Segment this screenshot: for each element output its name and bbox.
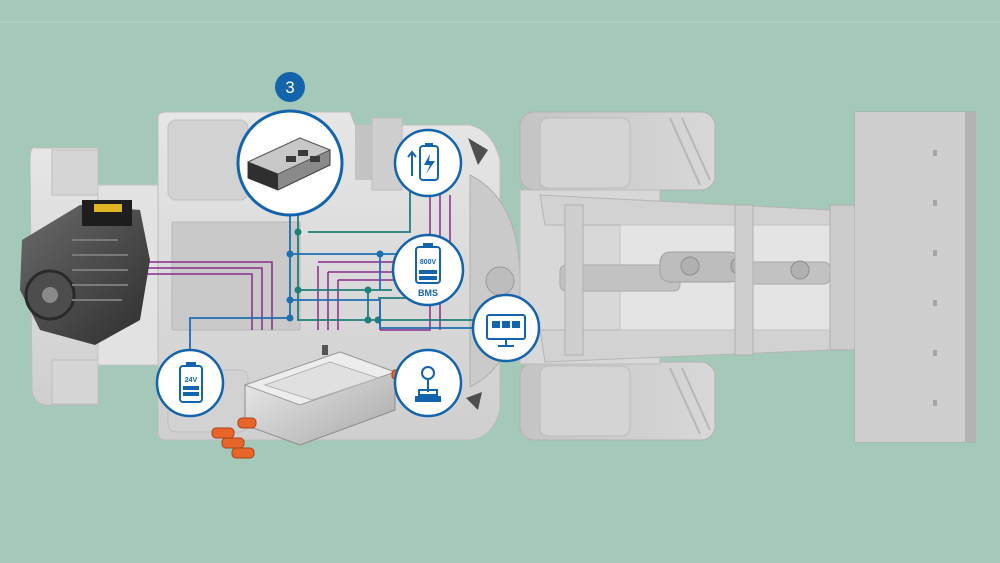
step-number: 3	[285, 78, 294, 97]
battery-charging-icon[interactable]	[393, 128, 463, 198]
display-monitor-icon[interactable]	[471, 293, 541, 363]
battery-voltage-label: 800V	[420, 259, 437, 266]
electric-motor-icon	[20, 200, 150, 345]
inverter-converter-icon	[211, 345, 415, 459]
battery-24v-label: 24V	[185, 377, 198, 384]
step-badge: 3	[275, 72, 305, 102]
ecu-controller-icon[interactable]	[236, 109, 344, 217]
front-frame	[519, 111, 871, 441]
battery-24v-icon[interactable]: 24V	[155, 348, 225, 418]
joystick-icon[interactable]	[393, 348, 463, 418]
bms-label: BMS	[418, 288, 438, 298]
loader-bucket	[854, 111, 976, 443]
battery-bms-icon[interactable]: 800V BMS	[391, 233, 465, 307]
lv-bus-nodes	[286, 250, 384, 322]
